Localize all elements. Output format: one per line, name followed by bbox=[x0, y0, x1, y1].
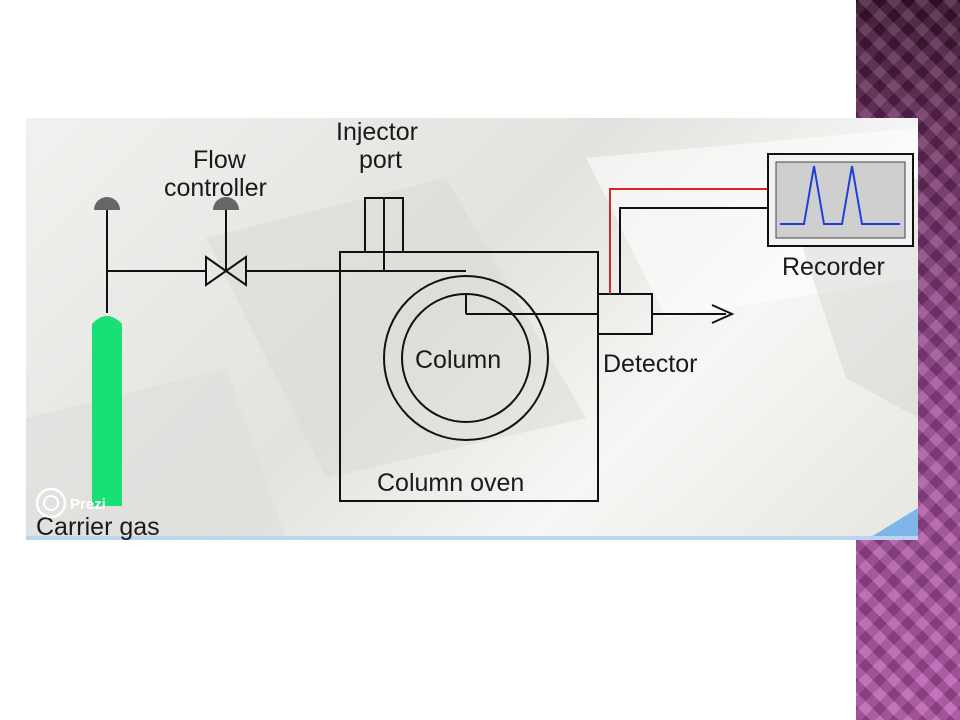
flow-controller-label: controller bbox=[164, 174, 267, 202]
background-shape bbox=[26, 368, 286, 540]
corner-accent bbox=[866, 508, 918, 540]
injector-label: Injector bbox=[336, 118, 418, 146]
gas-chromatograph-diagram: Injector port Flow controller Recorder C… bbox=[26, 118, 918, 540]
outlet-arrow-icon bbox=[711, 304, 735, 324]
prezi-logo-icon bbox=[43, 495, 59, 511]
background-shape bbox=[206, 178, 586, 478]
chromatogram-trace bbox=[780, 165, 900, 225]
signal-wire-red bbox=[609, 188, 768, 294]
signal-wire-black bbox=[619, 207, 768, 294]
prezi-logo-icon bbox=[35, 487, 67, 519]
flow-controller-label: Flow bbox=[193, 146, 247, 174]
detector-box bbox=[597, 293, 653, 335]
carrier-gas-label: Carrier gas bbox=[36, 513, 160, 540]
prezi-watermark: Prezi bbox=[35, 487, 106, 519]
column-label: Column bbox=[415, 346, 501, 374]
diagram-canvas: Injector port Flow controller Recorder C… bbox=[26, 118, 918, 540]
recorder-label: Recorder bbox=[782, 253, 885, 281]
valve-knob-icon bbox=[213, 197, 239, 210]
column-oven-box bbox=[339, 251, 599, 502]
column-coil bbox=[383, 275, 549, 441]
valve-icon bbox=[224, 255, 247, 287]
regulator-knob-icon bbox=[94, 197, 120, 210]
prezi-watermark-text: Prezi bbox=[70, 496, 106, 513]
valve-icon bbox=[205, 255, 228, 287]
gas-cylinder-icon bbox=[92, 316, 122, 506]
injector-label: port bbox=[359, 146, 402, 174]
bottom-accent bbox=[26, 536, 918, 540]
recorder-screen bbox=[775, 161, 906, 239]
detector-label: Detector bbox=[603, 350, 697, 378]
column-oven-label: Column oven bbox=[377, 469, 524, 497]
